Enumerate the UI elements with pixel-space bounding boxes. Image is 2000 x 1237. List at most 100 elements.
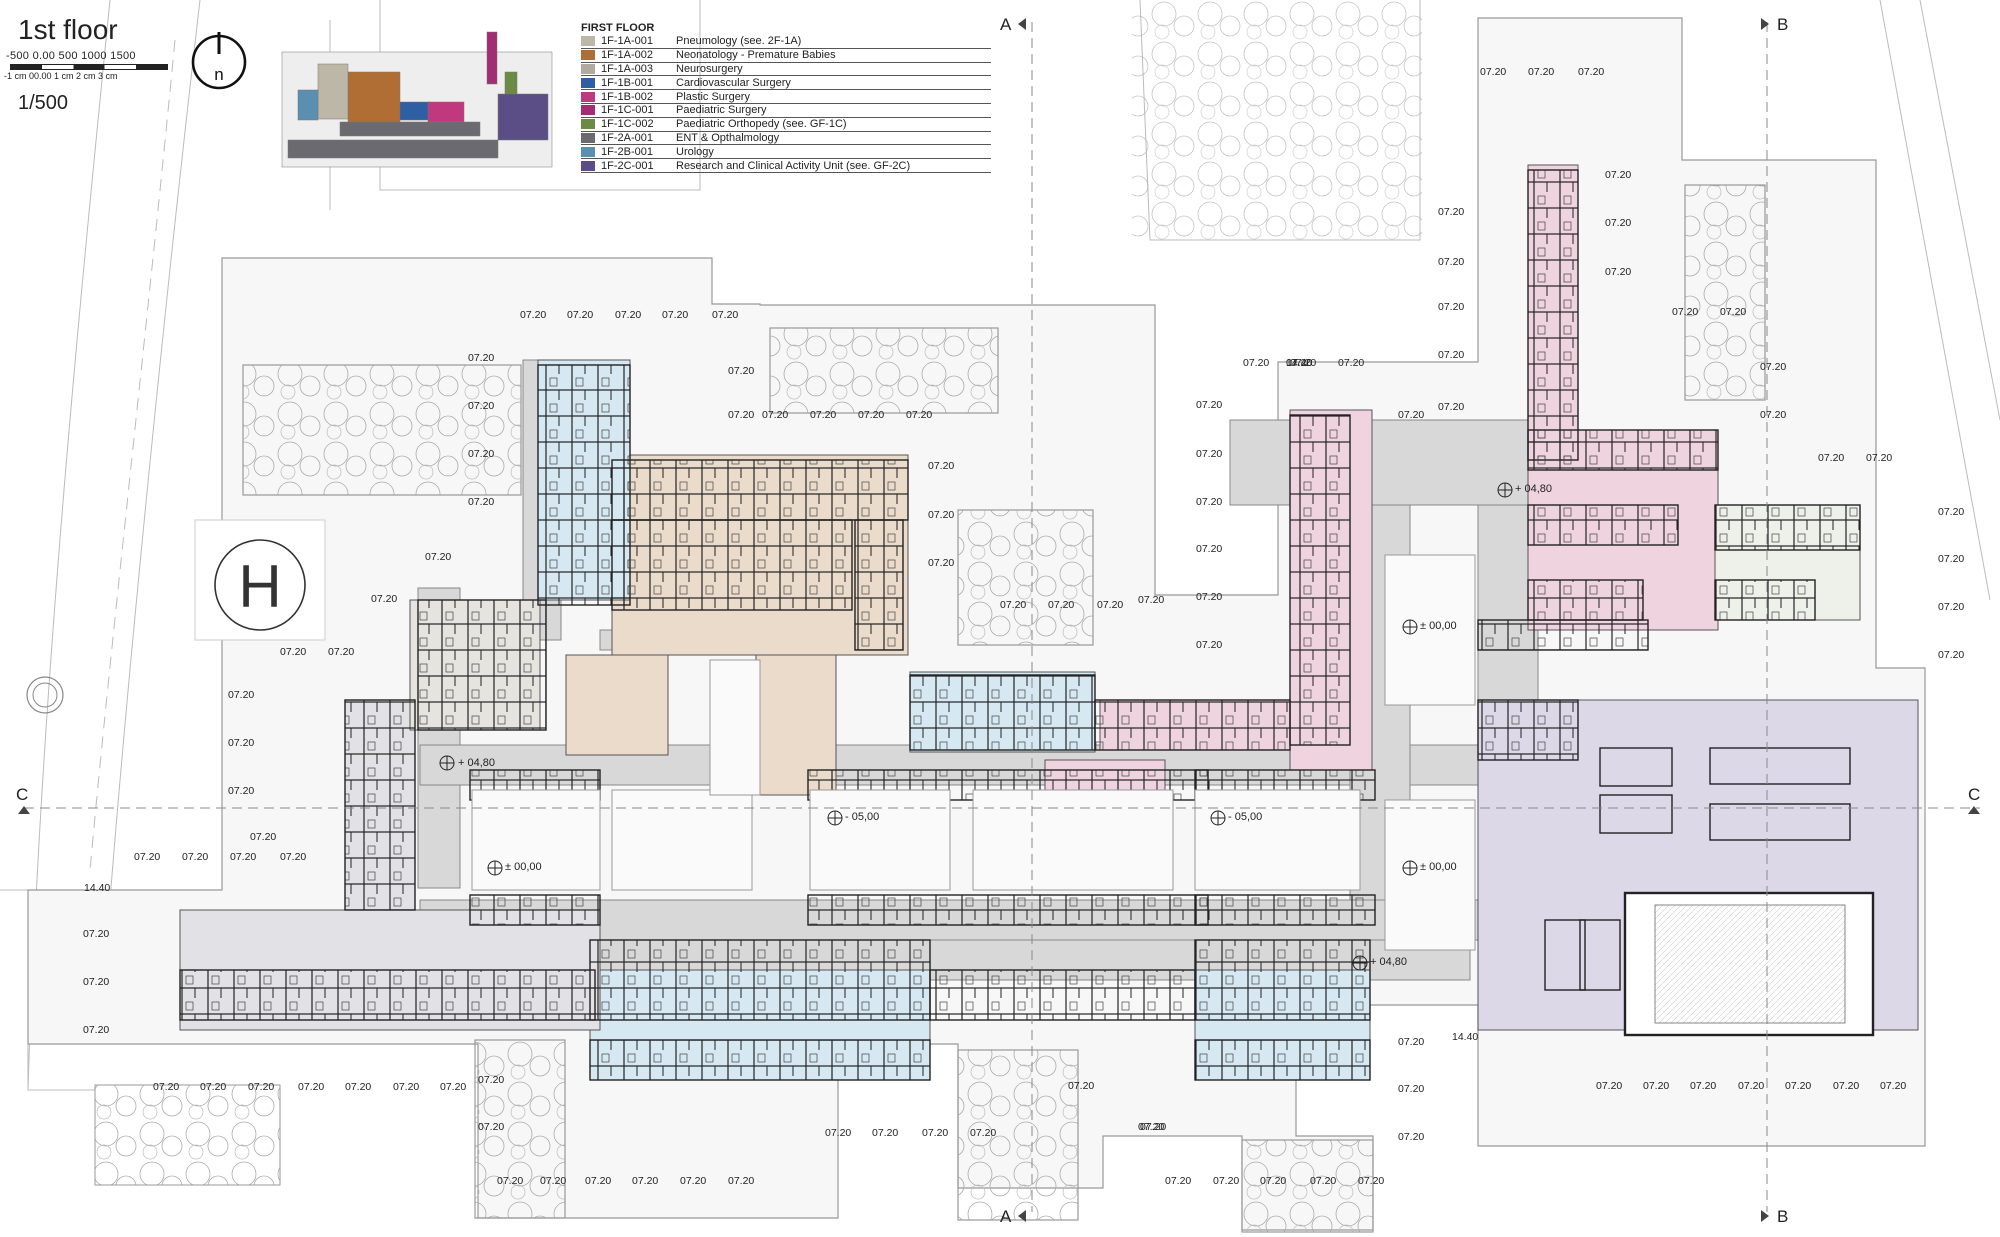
dimension-label: 07.20	[928, 557, 954, 569]
helipad-label: H	[238, 553, 281, 620]
legend-name: Neonatology - Premature Babies	[676, 49, 836, 62]
dimension-label: 07.20	[280, 646, 306, 658]
dimension-label: 07.20	[712, 309, 738, 321]
section-b-top: B	[1777, 15, 1788, 34]
legend-name: Pneumology (see. 2F-1A)	[676, 35, 802, 48]
dept-neonatology	[565, 654, 669, 756]
dimension-label: 07.20	[1165, 1175, 1191, 1187]
dimension-label: 07.20	[1818, 452, 1844, 464]
dimension-label: 07.20	[1690, 1080, 1716, 1092]
dimension-label: 07.20	[1097, 599, 1123, 611]
legend-code: 1F-1B-002	[601, 90, 653, 103]
dimension-label: 07.20	[1738, 1080, 1764, 1092]
dimension-label: 07.20	[1338, 357, 1364, 369]
dimension-label: 07.20	[1398, 409, 1424, 421]
dimension-label: 07.20	[153, 1081, 179, 1093]
legend-swatch	[581, 160, 595, 171]
svg-text:± 00,00: ± 00,00	[1420, 620, 1457, 632]
dimension-label: 07.20	[440, 1081, 466, 1093]
dimension-label: 07.20	[478, 1121, 504, 1133]
dimension-label: 07.20	[1438, 301, 1464, 313]
dimension-label: 07.20	[1760, 409, 1786, 421]
dimension-label: 07.20	[906, 409, 932, 421]
key-plan	[281, 31, 553, 168]
legend-name: Cardiovascular Surgery	[676, 76, 791, 89]
svg-text:± 00,00: ± 00,00	[505, 861, 542, 873]
dimension-label: 07.20	[1938, 553, 1964, 565]
section-c-left: C	[16, 785, 28, 804]
legend-swatch	[581, 91, 595, 102]
dimension-label: 07.20	[1048, 599, 1074, 611]
section-a-bottom: A	[1000, 1207, 1012, 1226]
legend-code: 1F-2B-001	[601, 145, 653, 158]
scale-ratio: 1/500	[18, 92, 69, 114]
dimension-label: 07.20	[1605, 266, 1631, 278]
dimension-label: 07.20	[1138, 594, 1164, 606]
legend-swatch	[581, 36, 595, 47]
dimension-label: 07.20	[872, 1127, 898, 1139]
garden	[957, 1049, 1079, 1221]
dimension-label: 07.20	[1605, 217, 1631, 229]
legend-code: 1F-1A-001	[601, 35, 653, 48]
dimension-label: 14.40	[1452, 1031, 1478, 1043]
scale-units: -1 cm 00.00 1 cm 2 cm 3 cm	[4, 71, 118, 81]
legend-swatch	[581, 105, 595, 116]
dimension-label: 07.20	[1605, 169, 1631, 181]
dimension-label: 07.20	[1196, 448, 1222, 460]
legend-name: Paediatric Surgery	[676, 104, 767, 117]
dimension-label: 07.20	[1196, 591, 1222, 603]
dimension-label: 07.20	[134, 851, 160, 863]
dimension-label: 07.20	[1196, 543, 1222, 555]
dimension-label: 07.20	[468, 352, 494, 364]
courtyards	[471, 554, 1476, 951]
dimension-label: 07.20	[345, 1081, 371, 1093]
dimension-label: 07.20	[250, 831, 276, 843]
dimension-label: 07.20	[1000, 599, 1026, 611]
dimension-label: 07.20	[83, 976, 109, 988]
dimension-label: 07.20	[680, 1175, 706, 1187]
section-b-bottom: B	[1777, 1207, 1788, 1226]
dimension-label: 07.20	[1528, 66, 1554, 78]
dimension-label: 07.20	[540, 1175, 566, 1187]
dimension-label: 07.20	[1140, 1121, 1166, 1133]
legend-swatch	[581, 77, 595, 88]
level-marker: + 04,80	[439, 755, 495, 771]
dimension-label: 07.20	[230, 851, 256, 863]
svg-text:+ 04,80: + 04,80	[458, 757, 495, 769]
dimension-label: 07.20	[1938, 649, 1964, 661]
dimension-label: 07.20	[228, 689, 254, 701]
dimension-label: 07.20	[1833, 1080, 1859, 1092]
dimension-label: 07.20	[567, 309, 593, 321]
dimension-label: 07.20	[1398, 1131, 1424, 1143]
gardens	[242, 184, 1766, 1233]
dimension-label: 07.20	[1438, 401, 1464, 413]
dimension-label: 07.20	[1438, 256, 1464, 268]
garden	[1241, 1139, 1374, 1233]
scale-numbers: -500 0.00 500 1000 1500	[6, 50, 136, 62]
dimension-label: 14.40	[84, 882, 110, 894]
scale-bar	[10, 64, 168, 70]
level-marker: ± 00,00	[487, 860, 542, 876]
dimension-label: 07.20	[1290, 357, 1316, 369]
dimension-label: 07.20	[970, 1127, 996, 1139]
dimension-label: 07.20	[1938, 506, 1964, 518]
legend-row: 1F-1A-002 Neonatology - Premature Babies	[581, 49, 991, 63]
legend-code: 1F-1A-002	[601, 49, 653, 62]
dimension-label: 07.20	[83, 928, 109, 940]
dimension-label: 14.40	[1286, 357, 1312, 369]
dimension-label: 07.20	[228, 737, 254, 749]
dimension-label: 07.20	[1243, 357, 1269, 369]
dimension-label: 07.20	[810, 409, 836, 421]
dimension-label: 07.20	[1596, 1080, 1622, 1092]
dimension-label: 07.20	[1196, 639, 1222, 651]
dimension-label: 07.20	[662, 309, 688, 321]
garden	[1684, 184, 1766, 401]
site-context	[0, 0, 2000, 1186]
